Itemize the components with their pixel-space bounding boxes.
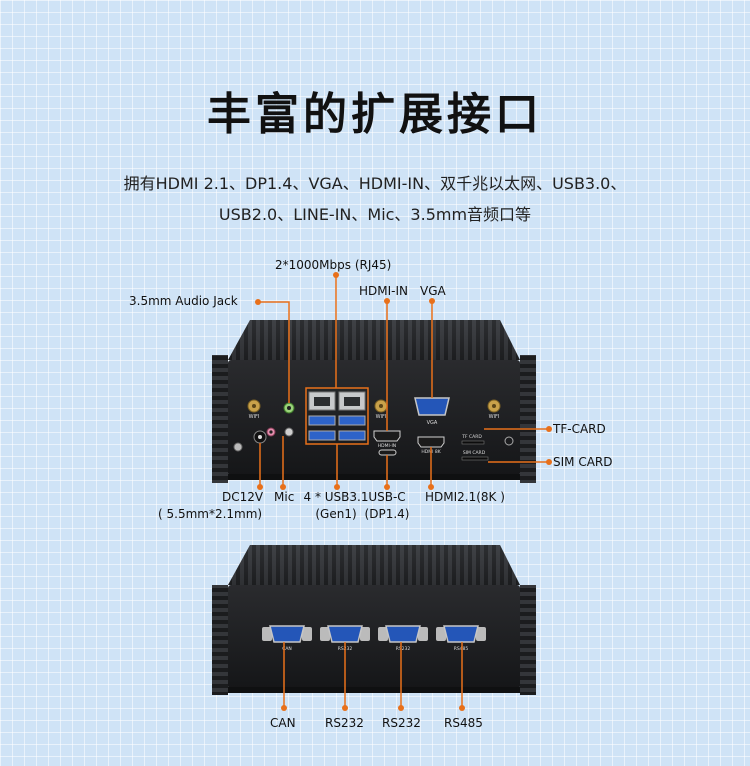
callout-audio-jack: [260, 301, 290, 403]
silk-vga: VGA: [427, 420, 438, 426]
usb-c-port: [378, 449, 397, 456]
silk-can: CAN: [282, 646, 292, 652]
usb31-port-3: [308, 430, 336, 441]
headphone-jack: [284, 427, 294, 437]
callout-dots: [255, 272, 552, 711]
usb31-port-4: [338, 430, 366, 441]
front-right-side-fins: [520, 355, 536, 483]
back-right-side-fins: [520, 585, 536, 695]
back-panel: [228, 585, 520, 689]
wifi-antenna-right: [487, 399, 501, 413]
label-sim-card: SIM CARD: [553, 455, 613, 469]
vga-port: [414, 397, 450, 416]
power-button: [233, 442, 243, 452]
subtitle-line-1: 拥有HDMI 2.1、DP1.4、VGA、HDMI-IN、双千兆以太网、USB3…: [123, 174, 627, 193]
label-mic: Mic: [274, 490, 295, 504]
sim-card-slot: [461, 456, 489, 461]
wifi-antenna-mid: [374, 399, 388, 413]
usb31-port-2: [338, 415, 366, 426]
front-panel: [228, 360, 520, 476]
back-device: CAN RS232 RS232 RS485: [212, 545, 536, 695]
tf-card-slot: [461, 440, 485, 445]
label-rj45: 2*1000Mbps (RJ45): [275, 258, 392, 272]
label-dc12v-size: ( 5.5mm*2.1mm): [158, 507, 263, 521]
label-usbc-dp: (DP1.4): [364, 507, 410, 521]
usb31-port-1: [308, 415, 336, 426]
silk-wifi-mid: WIFI: [376, 414, 387, 420]
label-hdmi21: HDMI2.1(8K ): [425, 490, 505, 504]
subtitle-line-2: USB2.0、LINE-IN、Mic、3.5mm音频口等: [218, 205, 532, 224]
label-rs485: RS485: [444, 716, 483, 730]
label-rs232-a: RS232: [325, 716, 364, 730]
db9-rs485: [436, 625, 486, 643]
silk-rs232-b: RS232: [396, 646, 411, 652]
label-usb31-gen: (Gen1): [315, 507, 357, 521]
front-device: WIFI WIFI WIFI VGA: [212, 320, 536, 483]
page-title: 丰富的扩展接口: [207, 89, 543, 140]
silk-tf-card: TF CARD: [461, 434, 482, 440]
label-hdmi-in: HDMI-IN: [359, 284, 409, 298]
db9-can: [262, 625, 312, 643]
label-vga: VGA: [420, 284, 446, 298]
label-audio-jack: 3.5mm Audio Jack: [129, 294, 238, 308]
reset-button: [504, 436, 514, 446]
front-left-side-fins: [212, 355, 228, 483]
silk-rs485: RS485: [454, 646, 469, 652]
db9-rs232-b: [378, 625, 428, 643]
back-left-side-fins: [212, 585, 228, 695]
label-can: CAN: [270, 716, 296, 730]
silk-wifi-right: WIFI: [489, 414, 500, 420]
hdmi21-port: [417, 436, 445, 448]
wifi-antenna-left: [247, 399, 261, 413]
callout-lines: [259, 275, 549, 708]
label-rs232-b: RS232: [382, 716, 421, 730]
silk-hdmi-in: HDMI-IN: [378, 443, 396, 449]
db9-rs232-a: [320, 625, 370, 643]
silk-sim-card: SIM CARD: [463, 450, 486, 456]
label-usbc: USB-C: [368, 490, 406, 504]
label-usb31: 4 * USB3.1: [303, 490, 369, 504]
hdmi-in-port: [373, 430, 401, 442]
silk-wifi-left: WIFI: [249, 414, 260, 420]
label-tf-card: TF-CARD: [553, 422, 606, 436]
label-dc12v: DC12V: [222, 490, 264, 504]
